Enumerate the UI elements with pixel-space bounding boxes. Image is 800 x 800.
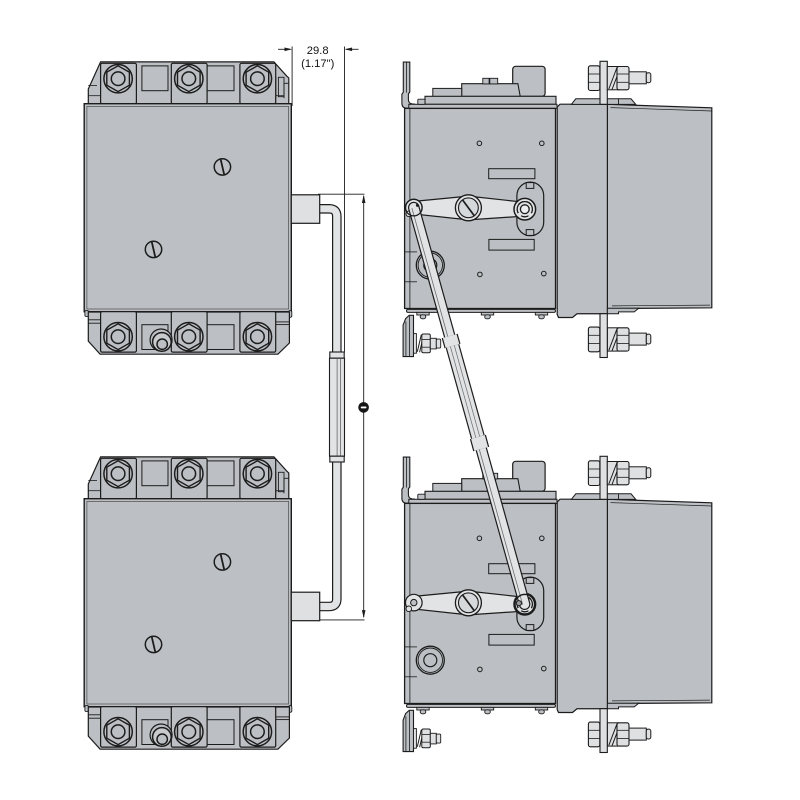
svg-text:(1.17"): (1.17"): [301, 58, 334, 70]
svg-text:29.8: 29.8: [307, 45, 329, 57]
